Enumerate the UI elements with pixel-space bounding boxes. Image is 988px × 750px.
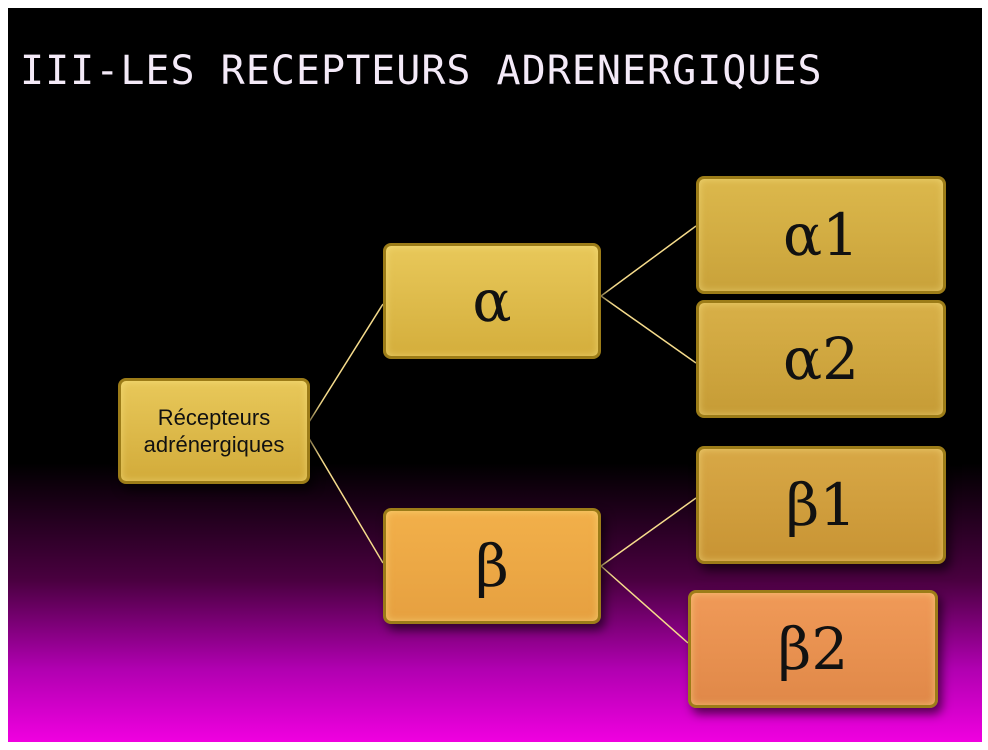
- node-beta2: β2: [688, 590, 938, 708]
- connector-alpha-a1: [600, 225, 697, 297]
- node-alpha1: α1: [696, 176, 946, 294]
- connector-beta-b1: [600, 497, 697, 567]
- node-alpha: α: [383, 243, 601, 359]
- connector-alpha-a2: [600, 295, 697, 364]
- node-alpha2: α2: [696, 300, 946, 418]
- connector-beta-b2: [600, 565, 689, 644]
- node-beta1: β1: [696, 446, 946, 564]
- node-beta: β: [383, 508, 601, 624]
- connector-root-beta: [303, 429, 384, 564]
- node-root-line1: Récepteurs: [157, 404, 271, 430]
- slide-title: III-LES RECEPTEURS ADRENERGIQUES: [20, 48, 823, 94]
- node-recepteurs-adrenergiques: Récepteurs adrénergiques: [118, 378, 310, 484]
- connector-root-alpha: [303, 303, 384, 431]
- slide: III-LES RECEPTEURS ADRENERGIQUES Récepte…: [8, 8, 982, 742]
- node-root-line2: adrénergiques: [143, 432, 285, 457]
- connector-lines: [303, 225, 697, 644]
